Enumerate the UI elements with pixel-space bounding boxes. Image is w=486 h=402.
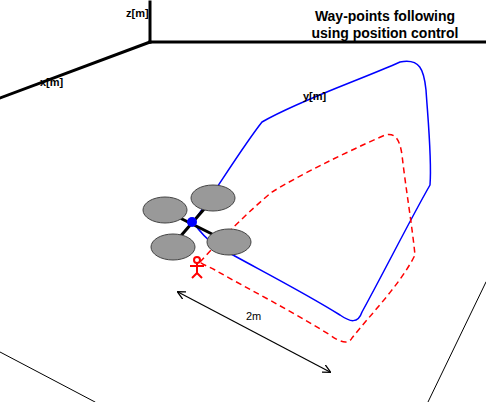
dimension-arrow <box>178 292 330 372</box>
dimension-label: 2m <box>244 310 263 322</box>
title: Way-points following using position cont… <box>300 8 470 42</box>
axis-label: z[m] <box>126 7 149 19</box>
reference-trajectory <box>200 134 415 342</box>
axis-label: x[m] <box>40 76 63 88</box>
quadrotor <box>143 185 251 260</box>
axis-label: y[m] <box>303 90 326 102</box>
target-marker <box>190 257 204 278</box>
